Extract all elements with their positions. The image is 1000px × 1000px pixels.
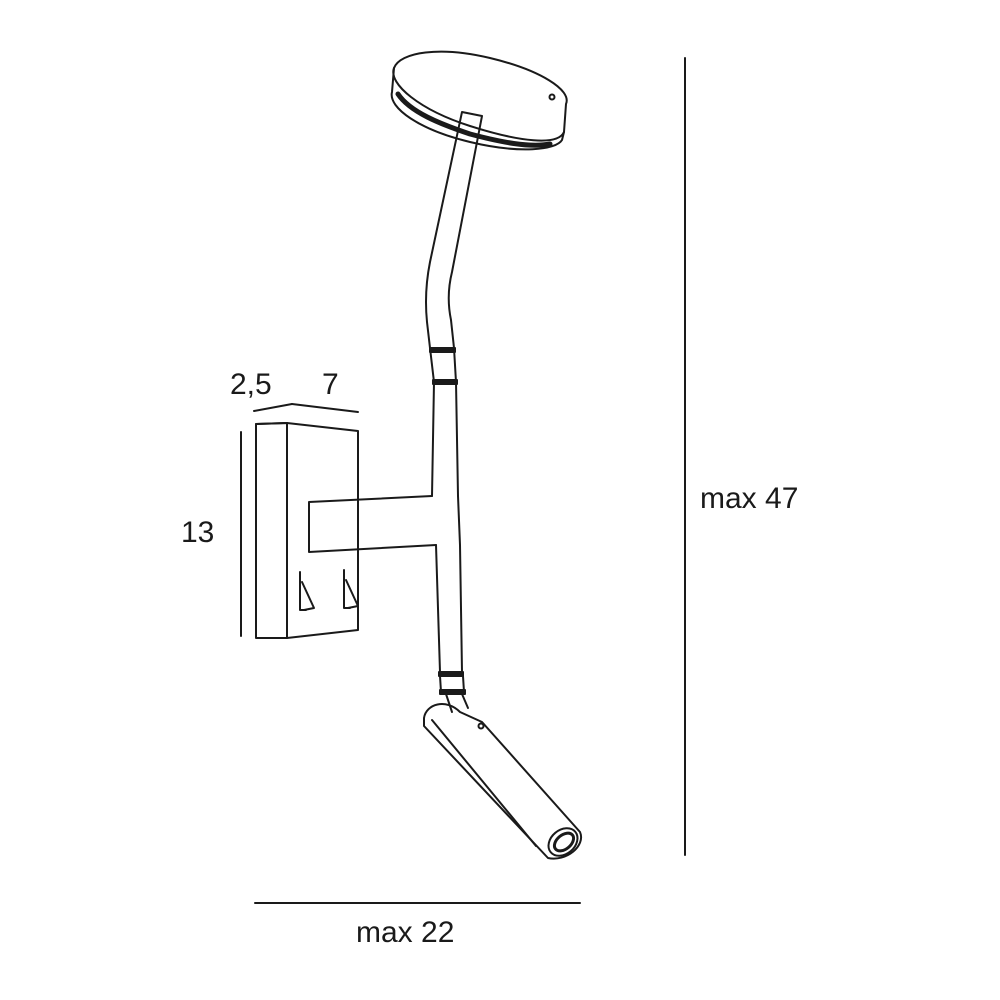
dimension-label-height-max: max 47 <box>700 482 799 515</box>
top-disc <box>390 50 568 151</box>
base-top-back-edge <box>255 422 288 425</box>
spot-lens-inner <box>552 831 576 853</box>
base-side-face <box>255 422 288 639</box>
base-front-face <box>286 422 359 639</box>
joint-ring-upper <box>429 347 456 353</box>
switches <box>299 569 359 611</box>
dimension-label-depth-base: 7 <box>322 368 339 401</box>
disc-outer <box>392 50 568 142</box>
joint-ring-lower-b <box>439 689 466 695</box>
disc-underside <box>395 91 553 148</box>
upper-stem <box>425 111 483 349</box>
stem-neck <box>445 693 469 713</box>
dimension-label-height-base: 13 <box>181 516 215 549</box>
switch-right-icon <box>343 569 359 609</box>
dimension-lines <box>240 57 686 904</box>
dimension-label-depth-plate: 2,5 <box>230 368 272 401</box>
disc-screw-icon <box>548 93 556 101</box>
spot-shade-line <box>431 719 537 847</box>
main-stem <box>429 347 469 713</box>
joint-ring-lower-a <box>438 671 464 677</box>
spot-body <box>423 703 583 860</box>
spot-screw-icon <box>477 722 485 730</box>
dim-line-depth-plate <box>253 403 293 412</box>
arm-block <box>308 495 437 553</box>
dimension-label-width-max: max 22 <box>356 916 455 949</box>
wall-base <box>255 422 359 639</box>
base-arm <box>308 495 437 553</box>
stem-outline <box>429 347 459 497</box>
switch-left-icon <box>299 571 315 611</box>
dim-line-depth-base <box>291 403 359 413</box>
joint-ring-mid <box>432 379 458 385</box>
disc-rim <box>390 67 565 151</box>
spot-head <box>423 703 583 860</box>
spot-lens-outer <box>547 827 579 857</box>
stem-lower <box>435 495 463 673</box>
